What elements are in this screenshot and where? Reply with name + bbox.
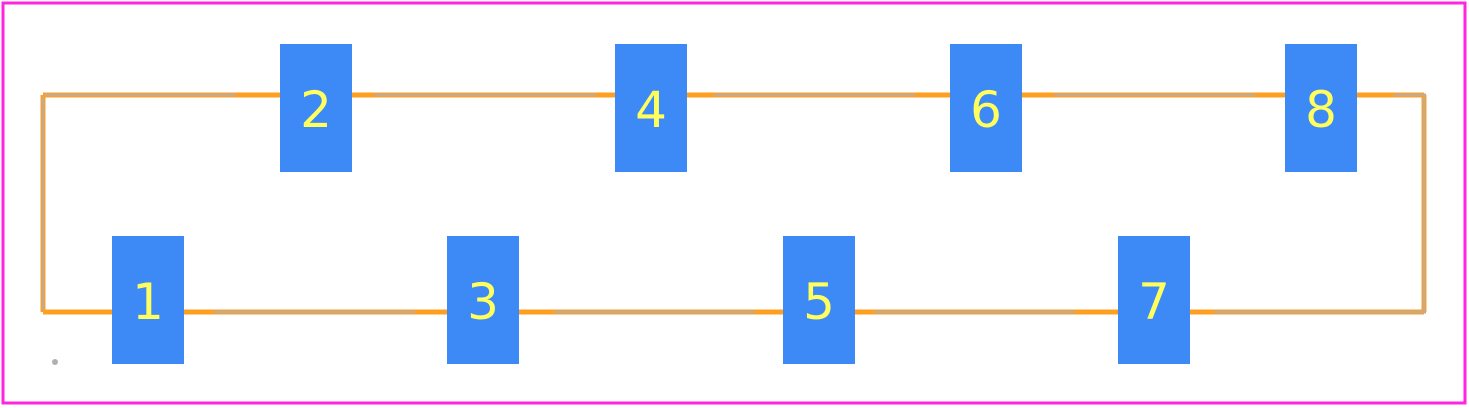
- pad-rect: [280, 44, 352, 172]
- pad-number-label: 3: [467, 273, 499, 331]
- pad-rect: [1285, 44, 1357, 172]
- pad-5: 5: [783, 236, 855, 364]
- pad-rect: [950, 44, 1022, 172]
- pad-3: 3: [447, 236, 519, 364]
- pad-number-label: 4: [635, 81, 667, 139]
- pad-8: 8: [1285, 44, 1357, 172]
- pad-number-label: 8: [1305, 81, 1337, 139]
- pad-number-label: 7: [1138, 273, 1170, 331]
- pad-4: 4: [615, 44, 687, 172]
- origin-marker: [52, 359, 58, 365]
- pad-rect: [783, 236, 855, 364]
- pad-2: 2: [280, 44, 352, 172]
- pad-rect: [447, 236, 519, 364]
- pad-1: 1: [112, 236, 184, 364]
- pad-rect: [1118, 236, 1190, 364]
- pad-group: 1 2 3 4 5 6 7 8: [112, 44, 1357, 364]
- pad-number-label: 6: [970, 81, 1002, 139]
- pad-6: 6: [950, 44, 1022, 172]
- pad-number-label: 5: [803, 273, 835, 331]
- pad-number-label: 1: [132, 273, 164, 331]
- silkscreen-outline: [40, 92, 1427, 315]
- pad-rect: [112, 236, 184, 364]
- pad-rect: [615, 44, 687, 172]
- pad-7: 7: [1118, 236, 1190, 364]
- pad-number-label: 2: [300, 81, 332, 139]
